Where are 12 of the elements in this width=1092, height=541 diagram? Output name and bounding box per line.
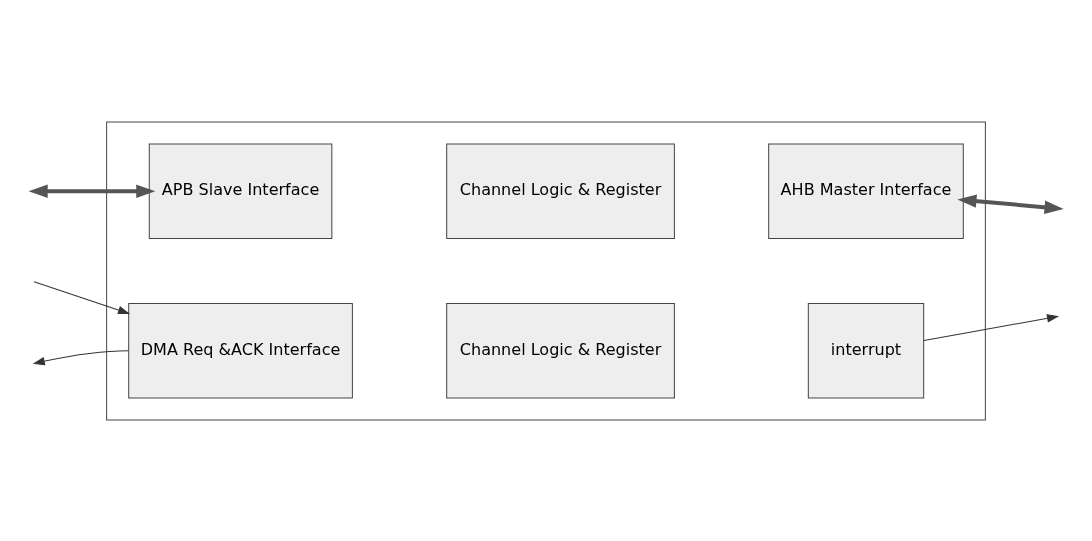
arrow: [957, 193, 1064, 214]
arrow: [28, 184, 156, 198]
node-box: AHB Master Interface: [768, 143, 964, 239]
node-box: Channel Logic & Register: [446, 143, 675, 239]
node-box: interrupt: [807, 302, 925, 398]
arrow: [923, 313, 1059, 341]
cluster: [106, 121, 986, 420]
arrow: [33, 349, 129, 365]
node-box: APB Slave Interface: [148, 143, 333, 239]
arrow: [33, 280, 130, 314]
node-box: DMA Req &ACK Interface: [128, 302, 353, 398]
node-box: Channel Logic & Register: [446, 302, 675, 398]
